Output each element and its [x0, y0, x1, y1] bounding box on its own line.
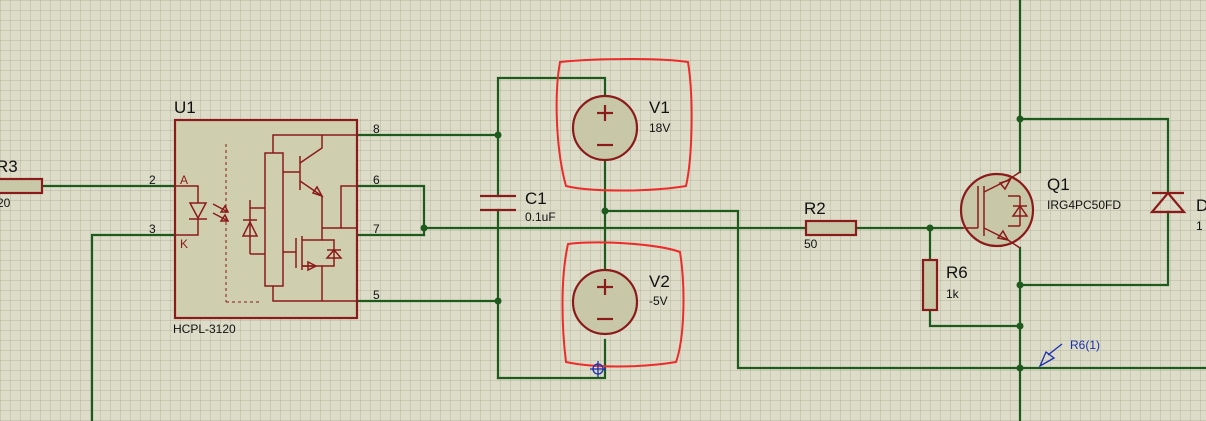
- u1-output-transistor-icon: [283, 135, 324, 228]
- wire-u1-pin6[interactable]: [355, 184, 426, 230]
- u1-output-node: [322, 185, 357, 229]
- junction-dot: [601, 207, 609, 215]
- r6-value: 1k: [946, 287, 960, 301]
- v2-body[interactable]: [571, 268, 639, 336]
- junctions: [420, 115, 1024, 372]
- v1-ref: V1: [649, 98, 670, 117]
- junction-dot: [1016, 281, 1024, 289]
- voltage-source-v1[interactable]: V1 18V: [571, 94, 670, 162]
- c1-ref: C1: [525, 189, 547, 208]
- wire-emitter-return[interactable]: [603, 209, 1206, 370]
- crosshair-icon: [590, 361, 606, 377]
- junction-dot: [1016, 322, 1024, 330]
- v1-body[interactable]: [571, 94, 639, 162]
- wire-diode-bottom[interactable]: [1018, 210, 1170, 287]
- optocoupler-u1[interactable]: U1 HCPL-3120 2 3 8 6 7 5 A K: [149, 98, 380, 336]
- resistor-r2[interactable]: R2 50: [804, 199, 858, 251]
- u1-part: HCPL-3120: [173, 322, 236, 336]
- q1-part: IRG4PC50FD: [1047, 198, 1121, 212]
- wire-v2-bottom[interactable]: [496, 338, 607, 380]
- u1-ref: U1: [174, 98, 196, 117]
- diode-d1[interactable]: D 1: [1149, 191, 1206, 233]
- junction-dot: [494, 131, 502, 139]
- r2-value: 50: [804, 237, 818, 251]
- u1-pin6-number: 6: [373, 173, 380, 187]
- probe-arrow-icon: [1038, 350, 1056, 368]
- u1-anode-label: A: [180, 173, 188, 187]
- r6-ref: R6: [946, 263, 968, 282]
- r3-ref: R3: [0, 157, 18, 176]
- v1-value: 18V: [649, 121, 670, 135]
- diode-d1-body[interactable]: [1149, 191, 1187, 214]
- wire-c1-top-v1[interactable]: [496, 76, 607, 137]
- u1-pin3-number: 3: [149, 222, 156, 236]
- u1-cathode-label: K: [180, 237, 188, 251]
- resistor-r3[interactable]: R3 20: [0, 157, 44, 210]
- u1-pin7-number: 7: [373, 222, 380, 236]
- voltage-probe-r6[interactable]: R6(1): [1038, 338, 1100, 368]
- r2-ref: R2: [804, 199, 826, 218]
- wire-r6-bottom[interactable]: [928, 308, 1022, 328]
- wires: [40, 0, 1206, 421]
- q1-body[interactable]: [959, 172, 1035, 248]
- highlight-circle-v2: [561, 241, 685, 368]
- q1-igbt-symbol-icon: [962, 171, 1029, 249]
- junction-dot: [1016, 115, 1024, 123]
- wire-u1-pin3[interactable]: [90, 233, 177, 421]
- u1-vee-rail: [272, 286, 357, 302]
- capacitor-c1[interactable]: C1 0.1uF: [480, 189, 556, 224]
- highlight-circle-v1: [555, 58, 693, 192]
- q1-ref: Q1: [1047, 175, 1070, 194]
- u1-pin5-number: 5: [373, 288, 380, 302]
- r3-value: 20: [0, 196, 11, 210]
- resistor-r3-body[interactable]: [0, 177, 44, 195]
- d1-ref: D: [1196, 196, 1206, 215]
- u1-pin2-number: 2: [149, 173, 156, 187]
- wire-diode-top[interactable]: [1018, 117, 1170, 194]
- probe-stem: [1047, 343, 1063, 356]
- junction-dot: [926, 224, 934, 232]
- v2-ref: V2: [649, 272, 670, 291]
- u1-output-mosfet-icon: [283, 228, 343, 301]
- c1-value: 0.1uF: [525, 210, 556, 224]
- resistor-r6[interactable]: R6 1k: [921, 258, 968, 312]
- voltage-source-v2[interactable]: V2 -5V: [571, 268, 670, 336]
- u1-photodiode-icon: [241, 200, 265, 255]
- junction-dot: [420, 224, 428, 232]
- v2-value: -5V: [649, 294, 668, 308]
- u1-pin8-number: 8: [373, 122, 380, 136]
- resistor-r2-body[interactable]: [804, 219, 858, 237]
- junction-dot: [1016, 364, 1024, 372]
- igbt-q1[interactable]: Q1 IRG4PC50FD: [959, 171, 1121, 249]
- junction-dot: [494, 297, 502, 305]
- d1-value: 1: [1196, 219, 1203, 233]
- u1-vcc-rail: [272, 134, 357, 153]
- probe-label: R6(1): [1070, 338, 1100, 352]
- u1-amplifier-block: [264, 152, 284, 287]
- resistor-r6-body[interactable]: [921, 258, 939, 312]
